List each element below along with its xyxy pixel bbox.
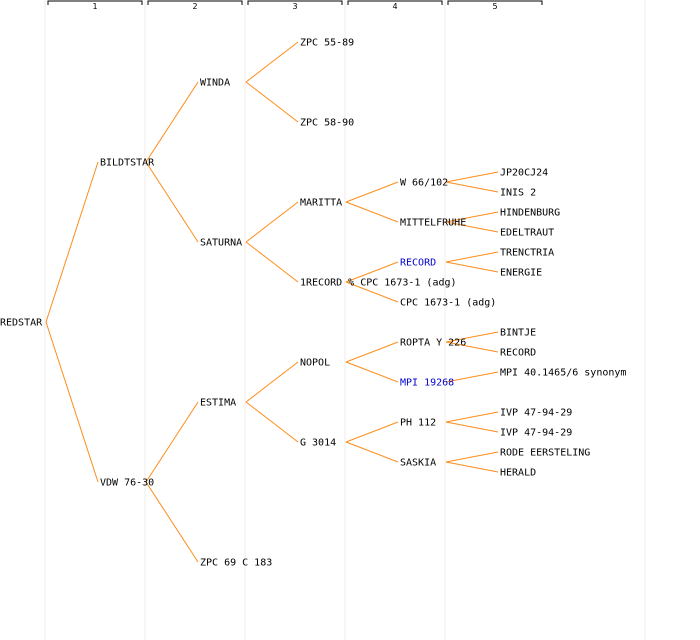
node-zpc5890: ZPC 58-90 xyxy=(300,118,354,129)
edge-w66-jp20 xyxy=(445,171,499,183)
edge-g3014-ph112 xyxy=(345,421,399,443)
node-energie: ENERGIE xyxy=(500,268,542,279)
edge-ph112-ivp2 xyxy=(445,421,499,433)
node-zpc69: ZPC 69 C 183 xyxy=(200,558,272,569)
node-ropta: ROPTA Y 226 xyxy=(400,338,466,349)
edge-ph112-ivp1 xyxy=(445,411,499,423)
generation-number: 4 xyxy=(392,2,397,11)
edge-saturna-maritta xyxy=(245,201,299,243)
edge-bildtstar-winda xyxy=(145,81,199,163)
node-rode: RODE EERSTELING xyxy=(500,448,590,459)
generation-header: 1 2 3 4 5 xyxy=(47,0,543,11)
tree-nodes: REDSTAR BILDTSTAR VDW 76-30 WINDA SATURNA EST… xyxy=(0,38,626,569)
edge-record4-energie xyxy=(445,261,499,273)
edge-saturna-onerecord xyxy=(245,241,299,283)
edge-nopol-mpi19268 xyxy=(345,361,399,383)
edge-maritta-w66 xyxy=(345,181,399,203)
node-inis2: INIS 2 xyxy=(500,188,536,199)
edge-mittel-edel xyxy=(445,221,499,233)
node-winda: WINDA xyxy=(200,78,230,89)
edge-saskia-herald xyxy=(445,461,499,473)
edge-vdw-zpc69 xyxy=(145,481,199,563)
edge-mpi19268-mpi40 xyxy=(445,371,499,383)
generation-number: 1 xyxy=(92,2,97,11)
node-record4[interactable]: RECORD xyxy=(400,258,436,269)
node-bildtstar: BILDTSTAR xyxy=(100,158,155,169)
edge-saskia-rode xyxy=(445,451,499,463)
edge-ropta-record5 xyxy=(445,341,499,353)
generation-number: 2 xyxy=(192,2,197,11)
node-edel: EDELTRAUT xyxy=(500,228,554,239)
generation-bracket xyxy=(347,0,443,5)
edge-onerecord-cpc1673 xyxy=(345,281,399,303)
node-w66: W 66/102 xyxy=(400,178,448,189)
edge-g3014-saskia xyxy=(345,441,399,463)
node-jp20: JP20CJ24 xyxy=(500,168,548,179)
node-ivp1: IVP 47-94-29 xyxy=(500,408,572,419)
node-estima: ESTIMA xyxy=(200,398,236,409)
edge-bildtstar-saturna xyxy=(145,161,199,243)
generation-number: 3 xyxy=(292,2,297,11)
node-mpi40: MPI 40.1465/6 synonym xyxy=(500,368,626,379)
node-maritta: MARITTA xyxy=(300,198,342,209)
node-herald: HERALD xyxy=(500,468,536,479)
node-saturna: SATURNA xyxy=(200,238,242,249)
generation-grid xyxy=(44,0,646,640)
generation-bracket xyxy=(447,0,543,5)
edge-onerecord-record4 xyxy=(345,261,399,283)
node-mittel: MITTELFRUHE xyxy=(400,218,466,229)
node-hind: HINDENBURG xyxy=(500,208,560,219)
node-nopol: NOPOL xyxy=(300,358,330,369)
edge-winda-zpc5589 xyxy=(245,41,299,83)
generation-bracket xyxy=(247,0,343,5)
node-ph112: PH 112 xyxy=(400,418,436,429)
node-saskia: SASKIA xyxy=(400,458,436,469)
generation-bracket xyxy=(147,0,243,5)
edge-mittel-hind xyxy=(445,211,499,223)
edge-nopol-ropta xyxy=(345,341,399,363)
node-redstar: REDSTAR xyxy=(0,318,43,329)
edge-maritta-mittel xyxy=(345,201,399,223)
edge-w66-inis2 xyxy=(445,181,499,193)
edge-winda-zpc5890 xyxy=(245,81,299,123)
node-bintje: BINTJE xyxy=(500,328,536,339)
node-trenc: TRENCTRIA xyxy=(500,248,554,259)
node-zpc5589: ZPC 55-89 xyxy=(300,38,354,49)
generation-number: 5 xyxy=(492,2,497,11)
edge-redstar-bildtstar xyxy=(45,161,99,323)
generation-bracket xyxy=(47,0,143,5)
node-record5: RECORD xyxy=(500,348,536,359)
edge-redstar-vdw xyxy=(45,321,99,483)
node-g3014: G 3014 xyxy=(300,438,336,449)
node-mpi19268[interactable]: MPI 19268 xyxy=(400,378,454,389)
node-cpc1673: CPC 1673-1 (adg) xyxy=(400,298,496,309)
edge-estima-nopol xyxy=(245,361,299,403)
node-vdw: VDW 76-30 xyxy=(100,478,154,489)
edge-ropta-bintje xyxy=(445,331,499,343)
tree-edges xyxy=(45,41,499,563)
edge-estima-g3014 xyxy=(245,401,299,443)
edge-vdw-estima xyxy=(145,401,199,483)
node-ivp2: IVP 47-94-29 xyxy=(500,428,572,439)
edge-record4-trenc xyxy=(445,251,499,263)
node-onerecord: 1RECORD % CPC 1673-1 (adg) xyxy=(300,278,457,289)
